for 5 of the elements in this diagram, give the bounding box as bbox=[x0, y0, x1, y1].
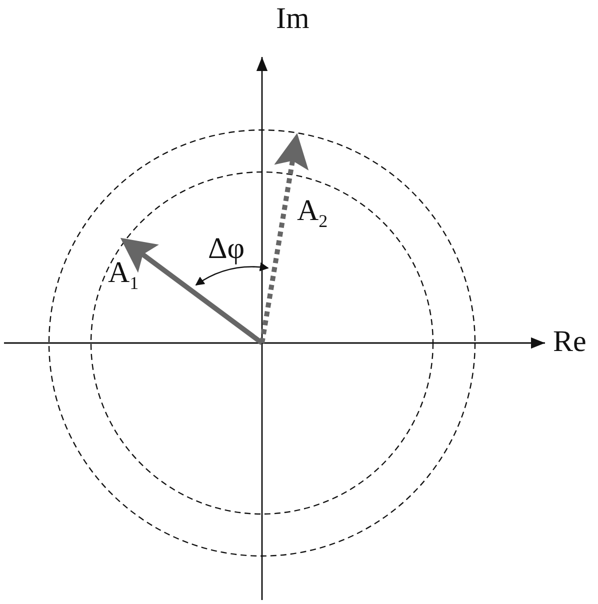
axis-label: Re bbox=[553, 327, 586, 357]
phasor-label: A$_{1}$ bbox=[108, 258, 139, 292]
angle-label: Δφ bbox=[208, 234, 245, 264]
phasor-label: A$_{2}$ bbox=[297, 196, 328, 230]
axis-label: Im bbox=[276, 4, 310, 34]
